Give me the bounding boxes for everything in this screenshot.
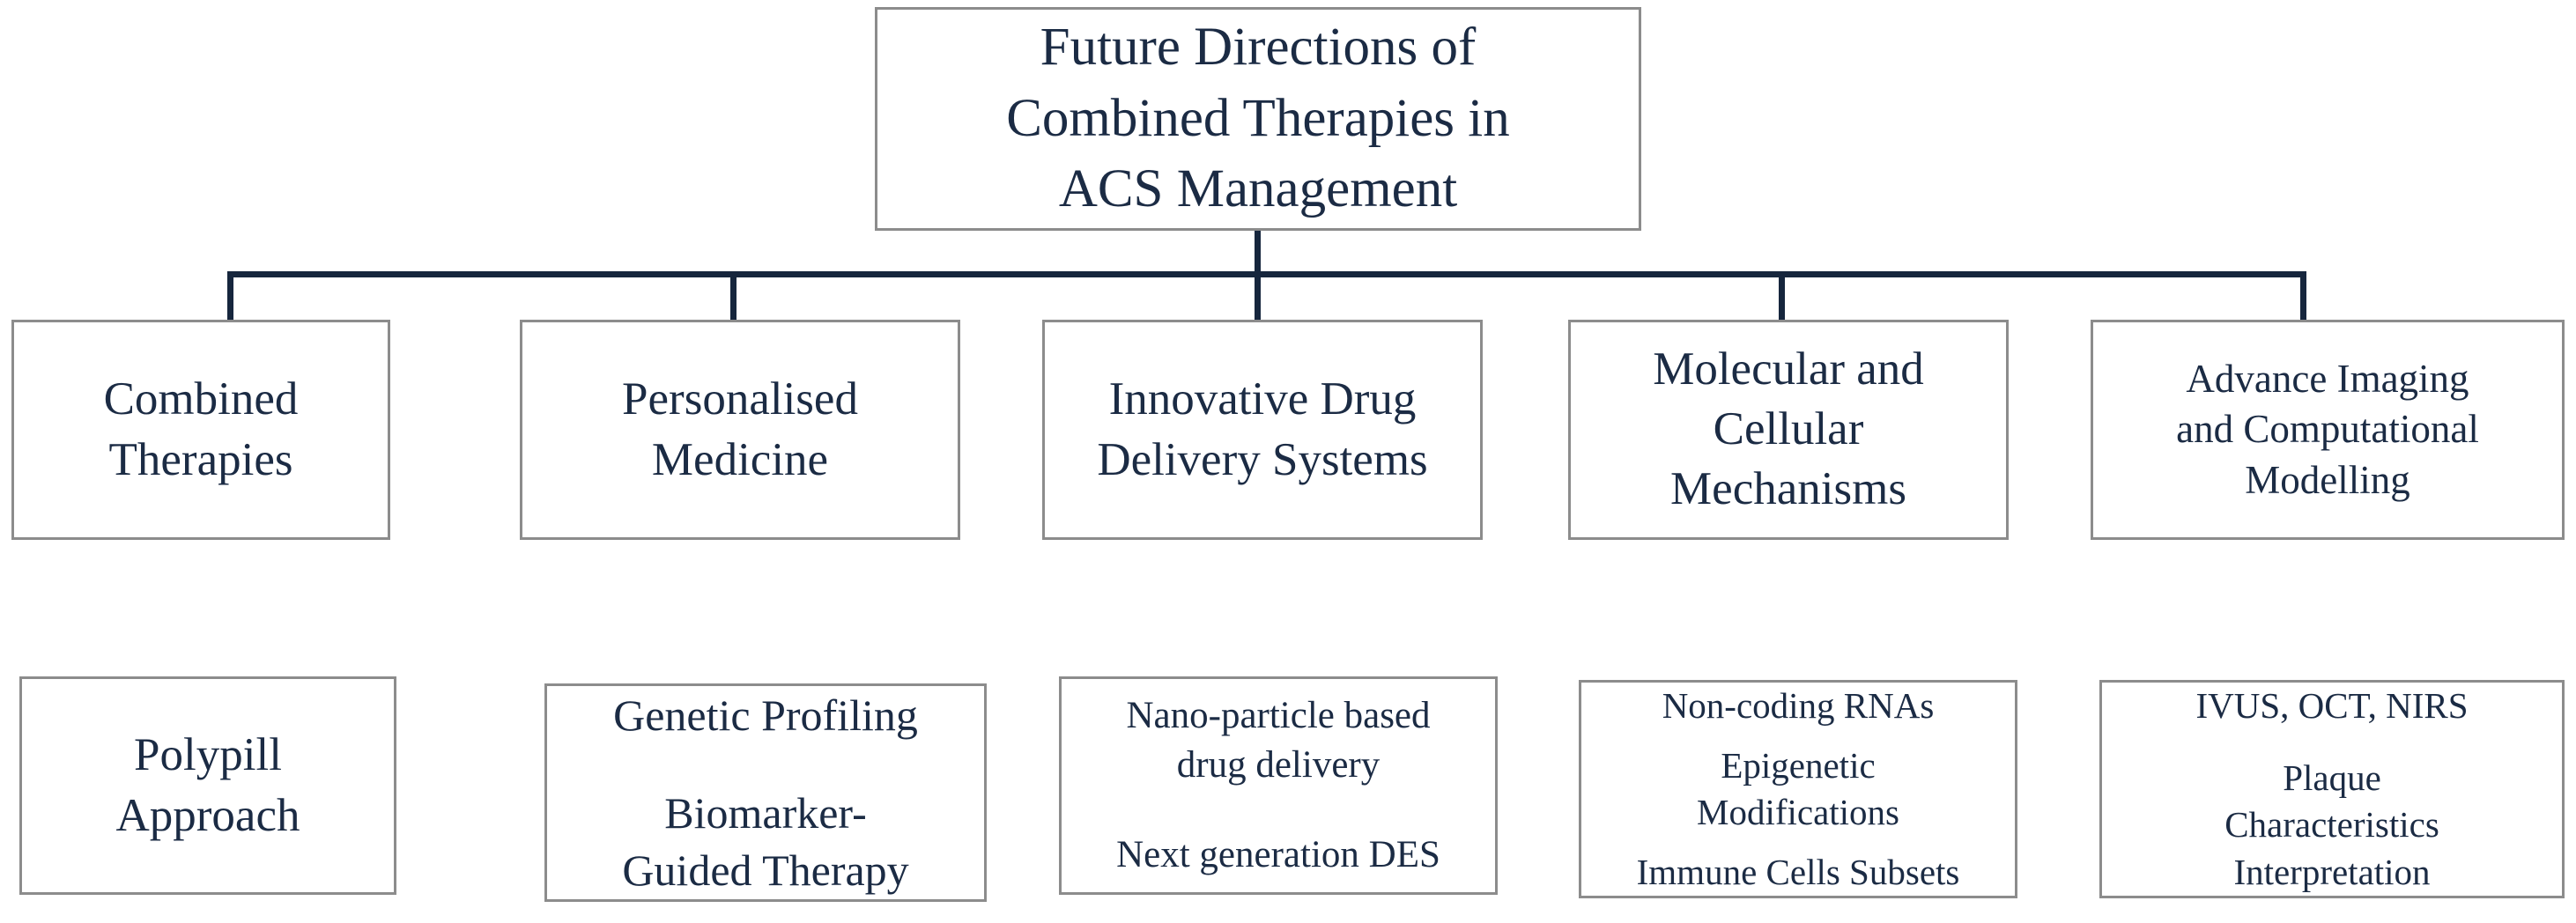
- branch-label-line-1: Combined: [103, 373, 299, 425]
- branch-box-personalised-medicine: Personalised Medicine: [520, 320, 960, 540]
- detail-line-1: Nano-particle based: [1126, 695, 1431, 737]
- branch-label-line-1: Advance Imaging: [2186, 356, 2469, 401]
- detail-line-1: Genetic Profiling: [613, 690, 918, 740]
- branch-label-line-2: Delivery Systems: [1097, 434, 1428, 485]
- connector-drop-combined-therapies: [227, 277, 233, 321]
- branch-label-line-1: Innovative Drug: [1108, 373, 1417, 425]
- branch-box-advance-imaging-computational-modelling: Advance Imaging and Computational Modell…: [2091, 320, 2565, 540]
- branch-label-line-2: Therapies: [108, 434, 293, 485]
- branch-label-line-2: Medicine: [651, 434, 829, 485]
- detail-line-2: Biomarker-: [664, 787, 867, 838]
- detail-line-3: Characteristics: [2224, 804, 2439, 845]
- branch-box-innovative-drug-delivery: Innovative Drug Delivery Systems: [1042, 320, 1483, 540]
- branch-box-molecular-cellular-mechanisms: Molecular and Cellular Mechanisms: [1568, 320, 2009, 540]
- connector-drop-innovative-drug-delivery: [1255, 277, 1261, 321]
- detail-line-3: Modifications: [1696, 792, 1900, 832]
- branch-label-line-2: and Computational: [2176, 407, 2479, 452]
- branch-box-combined-therapies: Combined Therapies: [11, 320, 390, 540]
- title-box: Future Directions of Combined Therapies …: [875, 7, 1641, 231]
- detail-box-molecular-cellular-mechanisms: Non-coding RNAs Epigenetic Modifications…: [1579, 680, 2017, 898]
- branch-label-line-2: Cellular: [1713, 403, 1864, 455]
- title-line-2: Combined Therapies in: [1006, 88, 1510, 148]
- connector-drop-advance-imaging: [2300, 277, 2306, 321]
- connector-horizontal-bus: [227, 271, 2306, 277]
- detail-line-4: Immune Cells Subsets: [1636, 851, 1960, 892]
- title-line-3: ACS Management: [1058, 159, 1458, 219]
- connector-drop-molecular-cellular-mechanisms: [1779, 277, 1785, 321]
- title-line-1: Future Directions of: [1040, 18, 1477, 78]
- branch-label-line-1: Molecular and: [1653, 343, 1924, 395]
- detail-line-3: Next generation DES: [1116, 833, 1440, 875]
- connector-drop-personalised-medicine: [730, 277, 737, 321]
- detail-box-combined-therapies: Polypill Approach: [19, 676, 396, 895]
- detail-line-2: Approach: [115, 790, 300, 841]
- detail-line-2: Epigenetic: [1721, 744, 1876, 786]
- connector-title-stem: [1255, 231, 1261, 277]
- detail-box-advance-imaging: IVUS, OCT, NIRS Plaque Characteristics I…: [2099, 680, 2565, 898]
- detail-line-2: Plaque: [2283, 757, 2381, 799]
- branch-label-line-3: Mechanisms: [1670, 462, 1906, 514]
- detail-line-1: Polypill: [134, 729, 282, 781]
- branch-label-line-1: Personalised: [622, 373, 858, 425]
- detail-line-3: Guided Therapy: [622, 845, 909, 895]
- detail-box-innovative-drug-delivery: Nano-particle based drug delivery Next g…: [1059, 676, 1498, 895]
- detail-line-1: IVUS, OCT, NIRS: [2195, 685, 2469, 726]
- detail-line-4: Interpretation: [2233, 851, 2431, 892]
- detail-line-2: drug delivery: [1176, 744, 1381, 786]
- detail-box-personalised-medicine: Genetic Profiling Biomarker- Guided Ther…: [544, 683, 987, 902]
- branch-label-line-3: Modelling: [2245, 457, 2410, 502]
- detail-line-1: Non-coding RNAs: [1662, 685, 1935, 726]
